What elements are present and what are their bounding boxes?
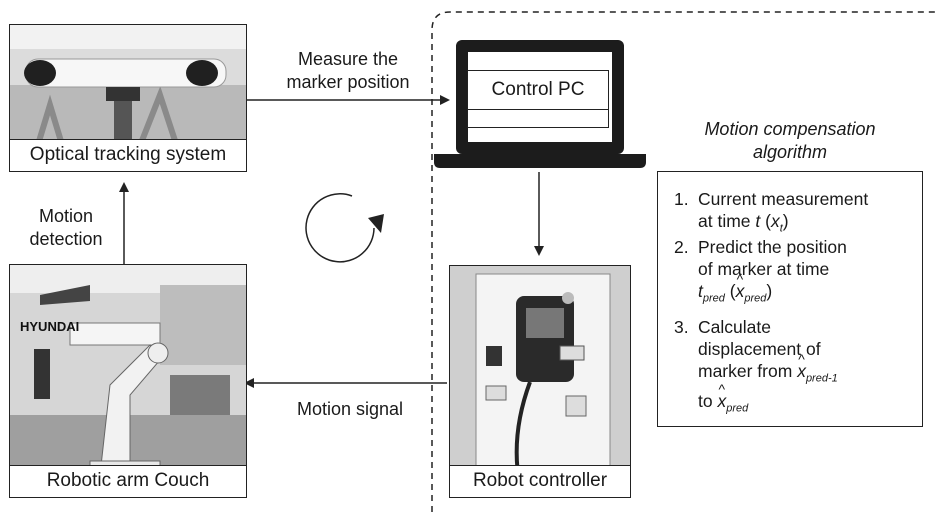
step-text: to	[698, 390, 718, 411]
time-var: t	[755, 211, 761, 231]
algorithm-title-line1: Motion compensation	[704, 119, 876, 139]
cycle-arrowhead	[368, 214, 384, 233]
algorithm-title: Motion compensation algorithm	[657, 118, 923, 164]
x-hat-var: x	[717, 378, 726, 412]
step-text: Calculate	[698, 317, 771, 337]
step-text: Current measurement	[698, 189, 869, 209]
robotic-arm-caption: Robotic arm Couch	[9, 465, 247, 498]
x-subscript: t	[779, 222, 783, 235]
step-text: marker from	[698, 361, 798, 381]
t-var: t	[698, 281, 703, 301]
t-subscript: pred	[702, 292, 725, 305]
x-hat-var: x	[797, 348, 806, 382]
step-text: Predict the position	[698, 237, 847, 257]
dashed-boundary	[431, 11, 936, 512]
measure-label-line2: marker position	[286, 72, 410, 92]
detection-label-line1: Motion	[38, 206, 94, 226]
robot-controller-image	[450, 266, 630, 497]
robotic-arm-image: HYUNDAI	[10, 265, 246, 497]
step-number: 3.	[674, 317, 689, 337]
measure-label-line1: Measure the	[297, 49, 399, 69]
couch-brand-text: HYUNDAI	[20, 319, 79, 334]
step-text: of marker at time	[698, 259, 830, 279]
algorithm-title-line2: algorithm	[752, 142, 828, 162]
x-subscript: pred	[744, 292, 767, 305]
robot-controller-photo	[449, 265, 631, 498]
control-pc-label: Control PC	[468, 71, 608, 110]
cycle-arrow	[305, 193, 375, 263]
motion-signal-label: Motion signal	[296, 399, 404, 419]
x-var: x	[770, 211, 780, 231]
step-number: 1.	[674, 189, 689, 209]
detection-label-line2: detection	[29, 229, 103, 249]
x-subscript: pred-1	[805, 372, 838, 385]
step-number: 2.	[674, 237, 689, 257]
x-subscript: pred	[726, 402, 749, 414]
step-text: displacement of	[698, 339, 821, 359]
step-text: at time	[698, 211, 756, 231]
robot-controller-caption: Robot controller	[449, 465, 631, 498]
optical-tracking-caption: Optical tracking system	[9, 139, 247, 172]
x-hat-var: x	[736, 268, 745, 302]
control-pc-box: Control PC	[467, 70, 609, 128]
robotic-arm-photo: HYUNDAI	[9, 264, 247, 498]
